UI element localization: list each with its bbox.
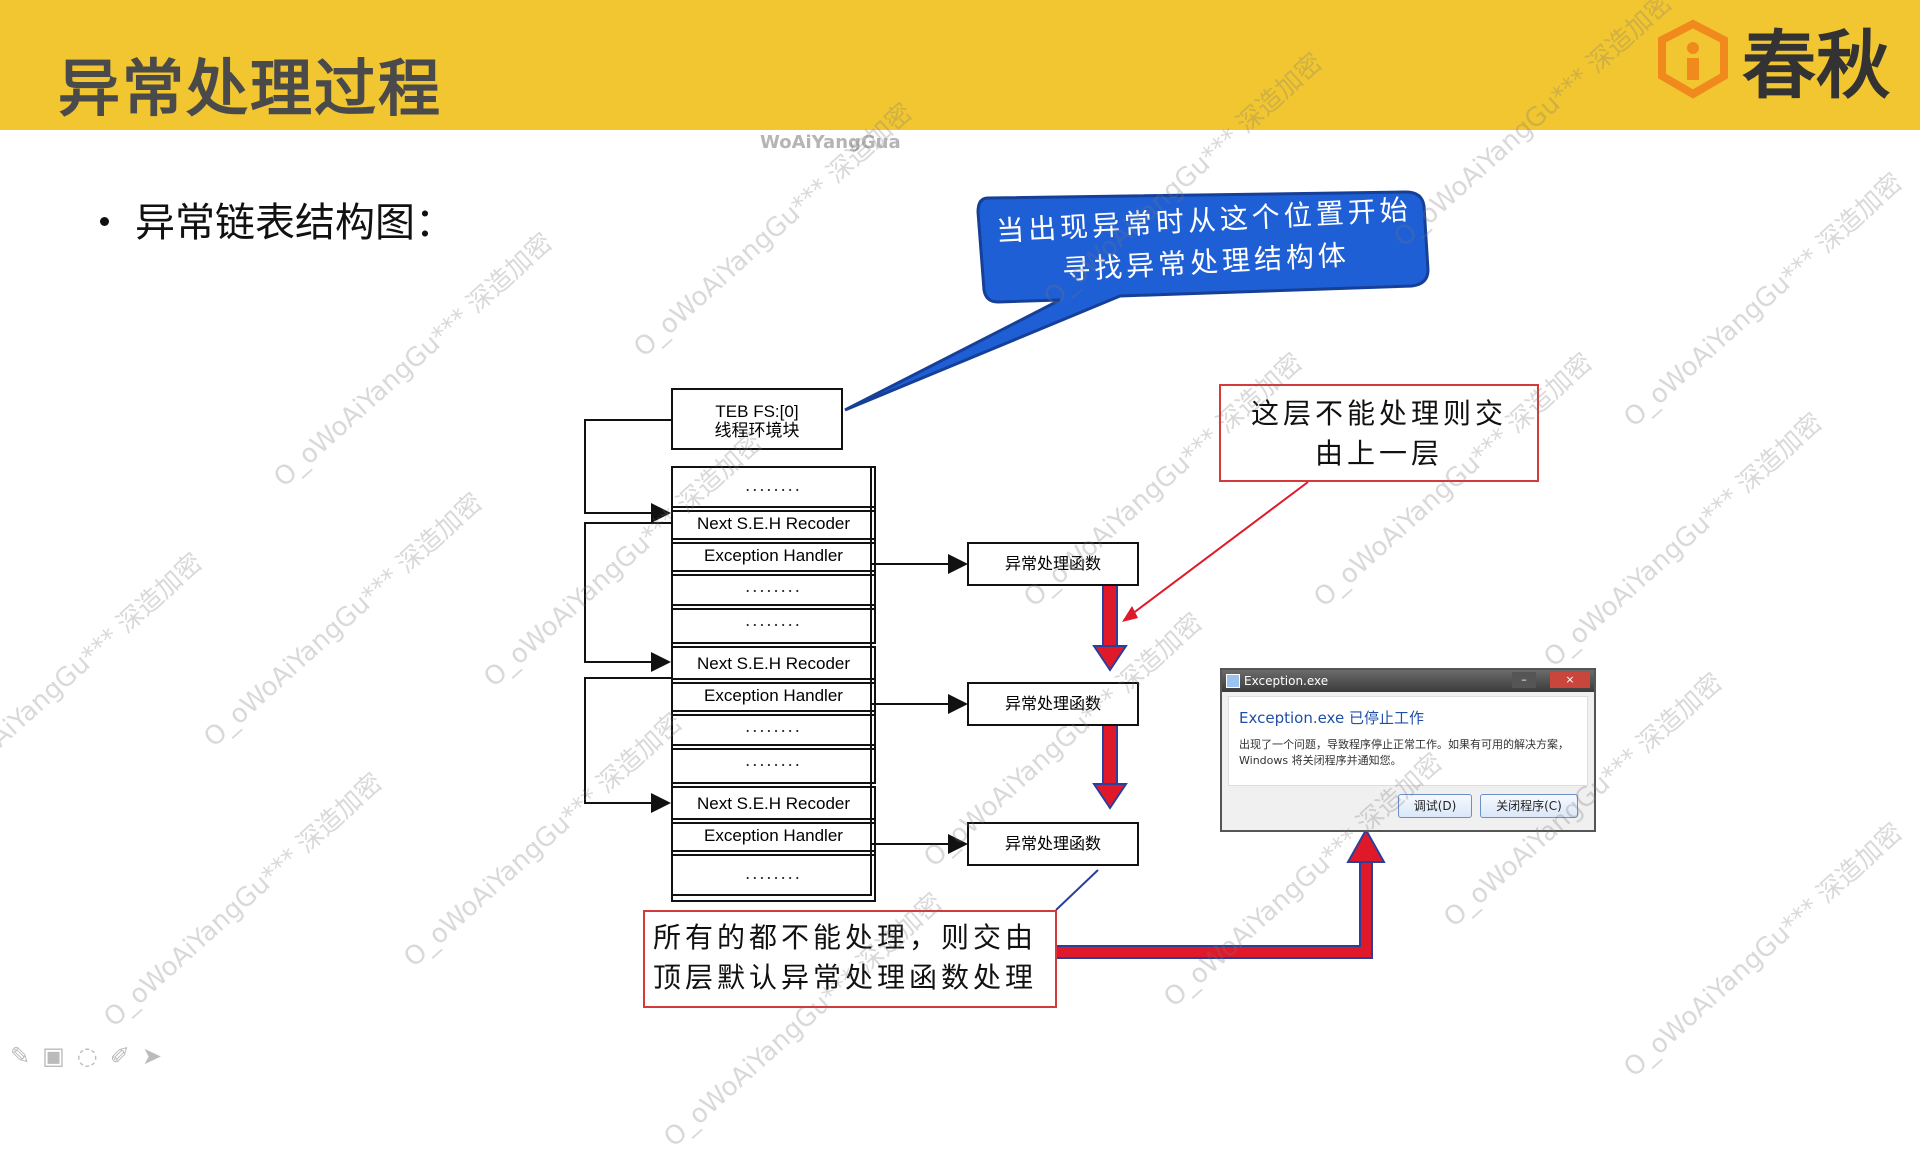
eraser-icon[interactable]: ◌ [76, 1042, 110, 1070]
faint-label: WoAiYangGua [760, 132, 901, 153]
seh-record: Next S.E.H Recoder [671, 786, 876, 824]
stack-dots: ........ [671, 850, 876, 902]
stack-dots: ........ [671, 744, 876, 784]
seh-stack: ........ Next S.E.H Recoder Exception Ha… [671, 466, 876, 902]
callout-bubble [844, 190, 1430, 412]
brand-logo-icon [1658, 19, 1728, 99]
edit-icon[interactable]: ✐ [109, 1042, 142, 1070]
brand-logo-text: 春秋 [1742, 22, 1890, 109]
pointer-icon[interactable]: ➤ [141, 1042, 174, 1070]
bullet-item: 异常链表结构图： [100, 190, 455, 248]
red-down-arrow [1092, 577, 1128, 672]
loop-connector [584, 522, 671, 672]
teb-line2: 线程环境块 [714, 421, 800, 440]
presentation-toolbar: ✎▣◌✐➤ [10, 1042, 174, 1070]
brand-logo: 春秋 [1652, 14, 1890, 109]
seh-record: Next S.E.H Recoder [671, 646, 876, 684]
stack-dots: ........ [671, 710, 876, 750]
close-window-button[interactable]: × [1550, 672, 1590, 688]
note-upper-layer: 这层不能处理则交由上一层 [1219, 384, 1539, 482]
bullet-dot [100, 216, 109, 226]
debug-button[interactable]: 调试(D) [1398, 794, 1472, 818]
dialog-body: Exception.exe 已停止工作 出现了一个问题，导致程序停止正常工作。如… [1228, 696, 1588, 786]
dialog-title: Exception.exe [1244, 674, 1329, 688]
handler-function-box: 异常处理函数 [967, 682, 1139, 726]
stack-dots: ........ [671, 570, 876, 610]
pen-icon[interactable]: ✎ [10, 1042, 43, 1070]
slide-header [0, 0, 1920, 130]
handler-function-box: 异常处理函数 [967, 542, 1139, 586]
exception-dialog: Exception.exe – × Exception.exe 已停止工作 出现… [1220, 668, 1596, 832]
note-pointer-head [1122, 606, 1138, 622]
slides-icon[interactable]: ▣ [42, 1042, 77, 1070]
seh-record: Next S.E.H Recoder [671, 506, 876, 544]
dialog-heading: Exception.exe 已停止工作 [1239, 709, 1424, 727]
close-program-button[interactable]: 关闭程序(C) [1480, 794, 1578, 818]
slide-title: 异常处理过程 [58, 52, 443, 125]
loop-connector [584, 677, 671, 813]
minimize-button[interactable]: – [1512, 672, 1536, 688]
bottom-note-pointer [1055, 869, 1099, 911]
stack-dots: ........ [671, 466, 876, 512]
exception-handler: Exception Handler [671, 538, 876, 576]
loop-connector [584, 419, 671, 523]
teb-box: TEB FS:[0] 线程环境块 [671, 388, 843, 450]
handler-function-box: 异常处理函数 [967, 822, 1139, 866]
red-down-arrow [1092, 719, 1128, 810]
exception-handler: Exception Handler [671, 678, 876, 716]
bullet-text: 异常链表结构图： [135, 200, 455, 246]
note-pointer [1123, 481, 1309, 621]
dialog-titlebar: Exception.exe – × [1222, 670, 1594, 692]
stack-dots: ........ [671, 604, 876, 644]
note-default-handler: 所有的都不能处理，则交由顶层默认异常处理函数处理 [643, 910, 1057, 1008]
exception-handler: Exception Handler [671, 818, 876, 856]
dialog-app-icon [1226, 674, 1240, 688]
dialog-message: 出现了一个问题，导致程序停止正常工作。如果有可用的解决方案，Windows 将关… [1239, 738, 1569, 767]
teb-line1: TEB FS:[0] [715, 402, 799, 421]
